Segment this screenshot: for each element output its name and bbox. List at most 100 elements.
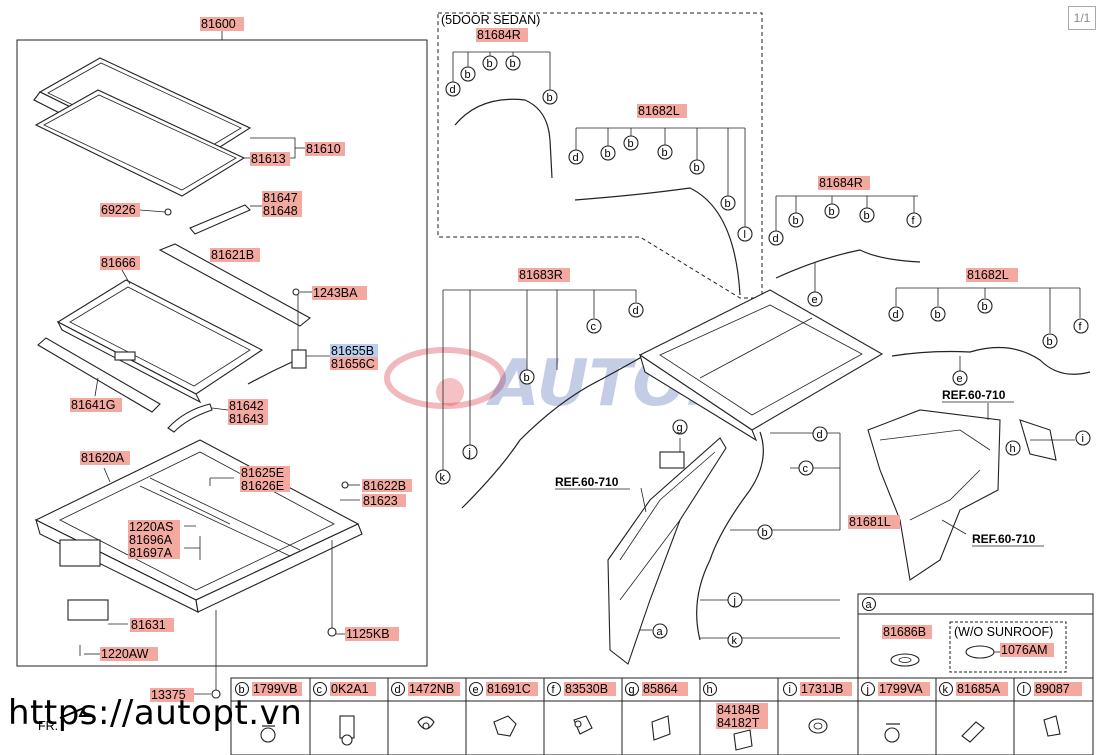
label-13375: 13375 — [151, 688, 186, 702]
svg-text:b: b — [465, 69, 471, 81]
label-sedan-variant: (5DOOR SEDAN) — [441, 13, 540, 27]
clip-icon-j — [884, 723, 900, 743]
label-81631: 81631 — [131, 618, 166, 632]
label-81655b: 81655B — [331, 344, 374, 358]
cable-part — [167, 403, 213, 433]
legend-code-h2: 84182T — [717, 716, 760, 730]
sedan-variant-box — [437, 12, 763, 299]
svg-text:c: c — [591, 321, 597, 333]
motor-part — [291, 349, 307, 369]
sedan-hose-front — [454, 98, 553, 179]
svg-text:b: b — [762, 527, 768, 539]
legend-key-d: d — [395, 684, 401, 696]
frame-part — [34, 439, 363, 621]
svg-text:b: b — [864, 210, 870, 222]
label-69226: 69226 — [101, 203, 136, 217]
svg-text:e: e — [957, 373, 963, 385]
legend-code-g: 85864 — [643, 682, 678, 696]
svg-text:h: h — [1010, 443, 1016, 455]
legend-code-d: 1472NB — [409, 682, 454, 696]
hose-left-front — [696, 431, 764, 641]
legend-a-part: 81686B — [883, 625, 926, 639]
legend-wo-part: 1076AM — [1001, 643, 1048, 657]
svg-text:b: b — [547, 92, 553, 104]
legend-key-b: b — [239, 684, 245, 696]
front-arrow-icon: FR. — [38, 706, 92, 733]
label-1125kb: 1125KB — [346, 627, 390, 641]
sedan-hose-rear — [574, 187, 741, 296]
svg-text:b: b — [662, 147, 668, 159]
label-81625e: 81625E — [241, 466, 284, 480]
hose-right-rear — [461, 351, 651, 509]
svg-text:i: i — [1082, 433, 1084, 445]
label-81642: 81642 — [229, 399, 264, 413]
legend-key-j: j — [866, 684, 869, 696]
legend-code-i: 1731JB — [801, 682, 843, 696]
label-81610: 81610 — [306, 142, 341, 156]
label-81697a: 81697A — [129, 546, 173, 560]
clip-icon-d — [417, 716, 435, 730]
svg-text:g: g — [677, 422, 683, 434]
label-1243ba: 1243BA — [313, 286, 358, 300]
plug-icon — [965, 645, 995, 659]
callout-letters: d b b b b d b b b b b l d b b b f e d c … — [435, 55, 1091, 648]
label-81641g: 81641G — [71, 398, 115, 412]
legend-key-g: g — [629, 684, 635, 696]
hose-joint-icon-k — [961, 721, 985, 743]
ref-c-pillar-top: REF.60-710 — [942, 388, 1006, 402]
svg-text:k: k — [732, 635, 738, 647]
fr-label: FR. — [38, 719, 58, 733]
legend-key-i: i — [789, 684, 791, 696]
part-labels: 81600 81610 81613 69226 81647 81648 8166… — [70, 13, 1044, 702]
legend-code-b: 1799VB — [253, 682, 297, 696]
legend-code-j: 1799VA — [879, 682, 923, 696]
hose-right-front — [775, 249, 921, 279]
label-81643: 81643 — [229, 412, 264, 426]
legend-code-k: 81685A — [957, 682, 1001, 696]
svg-text:b: b — [1047, 336, 1053, 348]
label-1220as: 1220AS — [129, 520, 173, 534]
label-81622b: 81622B — [363, 479, 406, 493]
svg-text:b: b — [487, 58, 493, 70]
legend-wo-sunroof: (W/O SUNROOF) — [954, 625, 1053, 639]
grommet-part — [211, 689, 221, 699]
label-sedan-81684r: 81684R — [477, 28, 521, 42]
label-81623: 81623 — [363, 494, 398, 508]
legend-key-l: l — [1023, 684, 1025, 696]
a-pillar-body-part — [607, 437, 727, 665]
legend-code-c: 0K2A1 — [331, 682, 369, 696]
svg-text:k: k — [440, 472, 446, 484]
svg-text:e: e — [812, 294, 818, 306]
clip-icon-l — [1043, 715, 1061, 737]
clip-icon-b — [260, 725, 276, 743]
svg-text:d: d — [893, 309, 899, 321]
svg-text:b: b — [628, 138, 634, 150]
svg-text:d: d — [773, 233, 779, 245]
svg-text:b: b — [694, 162, 700, 174]
label-81626e: 81626E — [241, 479, 284, 493]
screw-part — [164, 208, 172, 216]
label-1220aw: 1220AW — [101, 647, 149, 661]
label-81666: 81666 — [101, 256, 136, 270]
legend-a-box: a 81686B (W/O SUNROOF) 1076AM — [857, 593, 1094, 679]
svg-text:b: b — [524, 372, 530, 384]
site-url[interactable]: https://autopt.vn — [8, 693, 303, 733]
ring-icon-i — [808, 718, 828, 734]
ref-a-pillar: REF.60-710 — [555, 475, 619, 489]
label-81648: 81648 — [263, 204, 298, 218]
svg-text:b: b — [725, 198, 731, 210]
svg-text:a: a — [657, 626, 664, 638]
svg-text:l: l — [744, 229, 746, 241]
c-pillar-body-part — [867, 409, 1057, 581]
bracket-part — [189, 204, 251, 235]
sunshade-part — [56, 279, 264, 404]
svg-text:b: b — [605, 148, 611, 160]
legend-key-c: c — [317, 684, 323, 696]
roof-frame-part — [638, 289, 884, 442]
svg-text:b: b — [510, 58, 516, 70]
clip-icon-e — [493, 715, 517, 737]
legend-a-key: a — [866, 599, 873, 611]
svg-text:b: b — [935, 309, 941, 321]
label-81683r: 81683R — [519, 268, 563, 282]
